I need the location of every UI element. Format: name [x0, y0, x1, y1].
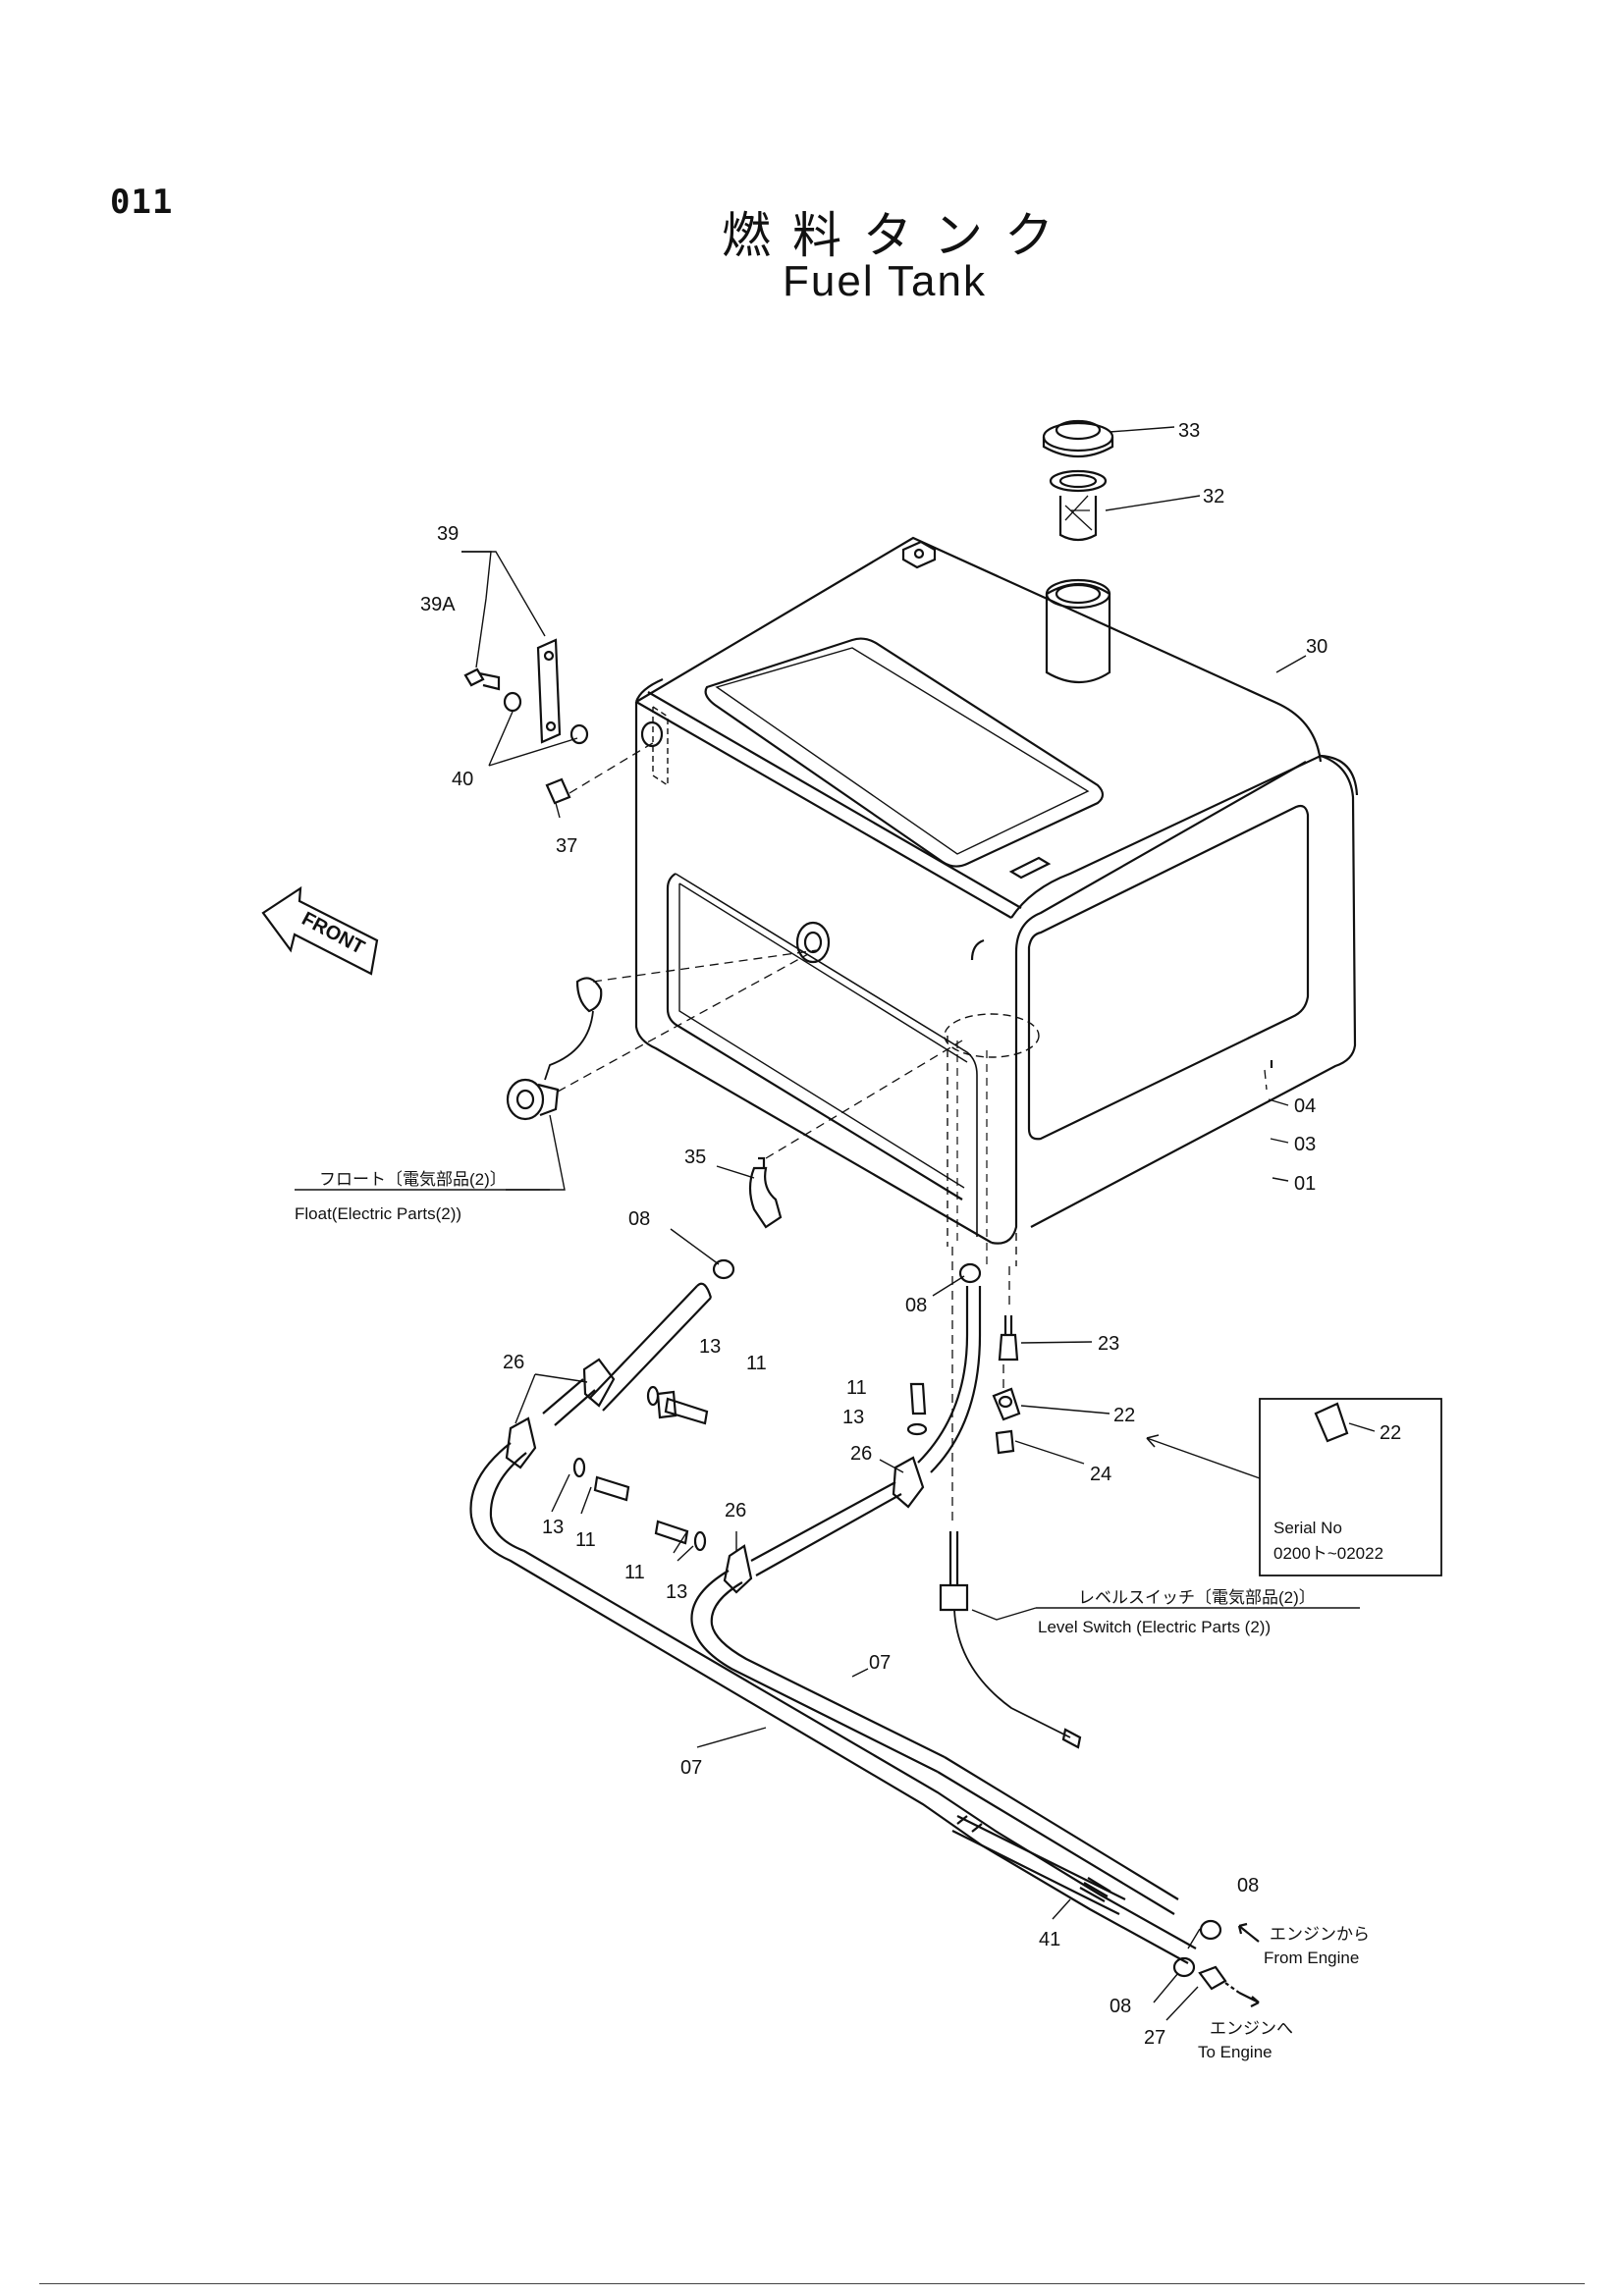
part-label-40: 40	[452, 769, 473, 790]
pipe-clamp	[505, 1358, 925, 1594]
connector-23	[998, 1315, 1019, 1362]
bracket-bolt	[463, 667, 501, 691]
plug-37	[545, 777, 571, 805]
part-label-13: 13	[699, 1336, 721, 1358]
from-engine-label: From Engine	[1264, 1949, 1359, 1967]
fuel-strainer	[1049, 469, 1108, 542]
serial-box-title: Serial No	[1273, 1519, 1342, 1537]
bolt	[593, 1382, 927, 1545]
level-switch	[939, 1531, 1082, 1749]
part-label-27: 27	[1144, 2027, 1165, 2049]
elbow-fitting	[748, 1156, 783, 1229]
fuel-tank-body	[634, 536, 1359, 1266]
part-label-33: 33	[1178, 420, 1200, 442]
upper-left-hose	[588, 1282, 713, 1412]
part-label-07: 07	[869, 1652, 891, 1674]
bottom-rule	[39, 2283, 1585, 2284]
part-label-13: 13	[542, 1517, 564, 1538]
part-label-26: 26	[725, 1500, 746, 1522]
part-label-23: 23	[1098, 1333, 1119, 1355]
dashed-connection-lines	[557, 740, 1268, 1526]
hose-clamp	[712, 1258, 1222, 1978]
part-label-08: 08	[1237, 1875, 1259, 1896]
front-arrow-label: FRONT	[298, 908, 368, 959]
part-label-07: 07	[680, 1757, 702, 1779]
part-label-30: 30	[1306, 636, 1327, 658]
part-label-08: 08	[1110, 1996, 1131, 2017]
part-label-32: 32	[1203, 486, 1224, 507]
float-label-japanese: フロート〔電気部品(2)〕	[319, 1170, 507, 1189]
part-label-26: 26	[503, 1352, 524, 1373]
part-label-11: 11	[846, 1377, 867, 1399]
page-title: Fuel Tank	[783, 257, 987, 305]
part-label-24: 24	[1090, 1464, 1111, 1485]
level-switch-label: Level Switch (Electric Parts (2))	[1038, 1618, 1271, 1636]
serial-box-part-label: 22	[1380, 1422, 1401, 1444]
to-engine-label-japanese: エンジンへ	[1210, 2019, 1293, 2038]
washer	[572, 1385, 928, 1552]
part-label-03: 03	[1294, 1134, 1316, 1155]
page-title-japanese: 燃料タンク	[722, 207, 1075, 264]
part-label-39a: 39A	[420, 594, 456, 615]
part-label-13: 13	[842, 1407, 864, 1428]
plug-24	[995, 1429, 1015, 1455]
serial-box-range: 0200ト~02022	[1273, 1544, 1383, 1563]
part-label-13: 13	[666, 1581, 687, 1603]
long-pipe-07-left	[469, 1378, 1197, 1964]
long-pipe-07-right	[690, 1286, 1179, 1915]
part-label-11: 11	[746, 1353, 767, 1374]
front-arrow: FRONT	[261, 885, 379, 976]
part-label-11: 11	[624, 1562, 645, 1583]
mounting-bracket	[536, 638, 562, 744]
level-switch-label-japanese: レベルスイッチ〔電気部品(2)〕	[1078, 1588, 1316, 1607]
hose-41	[951, 1815, 1126, 1915]
engine-arrows	[1224, 1922, 1260, 2007]
float-assembly	[506, 977, 603, 1121]
part-label-08: 08	[905, 1295, 927, 1316]
filler-cap	[1042, 419, 1114, 457]
part-label-11: 11	[575, 1529, 596, 1551]
part-label-01: 01	[1294, 1173, 1316, 1195]
float-label: Float(Electric Parts(2))	[295, 1204, 461, 1223]
clip-22	[992, 1387, 1021, 1421]
part-label-08: 08	[628, 1208, 650, 1230]
part-label-37: 37	[556, 835, 577, 857]
from-engine-label-japanese: エンジンから	[1270, 1925, 1370, 1944]
part-label-35: 35	[684, 1147, 706, 1168]
part-label-04: 04	[1294, 1095, 1316, 1117]
page-number: 011	[110, 183, 174, 222]
part-label-26: 26	[850, 1443, 872, 1465]
bracket-washers	[503, 691, 589, 745]
fitting-27	[1198, 1965, 1227, 1991]
leader-lines	[295, 426, 1360, 2021]
serial-number-box	[1146, 1398, 1442, 1576]
part-label-41: 41	[1039, 1929, 1060, 1950]
part-label-22: 22	[1113, 1405, 1135, 1426]
to-engine-label: To Engine	[1198, 2043, 1272, 2061]
part-label-39: 39	[437, 523, 459, 545]
